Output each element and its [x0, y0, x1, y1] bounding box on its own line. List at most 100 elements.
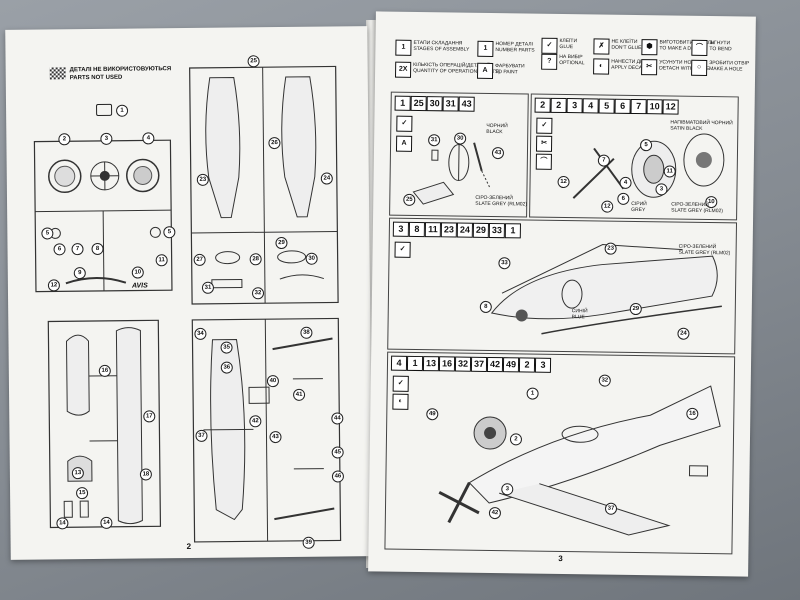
step-3-parts-row: 3 8 11 23 24 29 33 1 [376, 11, 756, 239]
step4-callout-2: 2 [509, 433, 523, 446]
step3-paint-slate-en: SLATE GREY (RLM02) [678, 249, 731, 257]
sprue-logo: AVIS [131, 282, 148, 290]
callout-part-7: 7 [71, 243, 84, 256]
callout-part-16: 16 [98, 364, 111, 377]
callout-part-29: 29 [275, 236, 288, 250]
callout-part-2: 2 [58, 133, 71, 146]
callout-part-11: 11 [155, 254, 168, 267]
paint-icon: A [476, 62, 494, 80]
step-2-drawing [572, 133, 725, 199]
callout-part-5a: 5 [41, 227, 54, 240]
step3-callout-29: 29 [629, 302, 642, 316]
make-detail-icon: ⬢ [641, 39, 658, 56]
step3-glue-icon: ✓ [394, 241, 411, 258]
step2-callout-12b: 12 [601, 200, 614, 213]
callout-part-27: 27 [193, 253, 206, 266]
knife-icon: ✂ [641, 59, 658, 76]
step-1-drawing [412, 142, 490, 205]
callout-part-31: 31 [201, 281, 215, 294]
callout-part-39: 39 [302, 536, 315, 549]
callout-part-45: 45 [331, 446, 344, 459]
step2-callout-6: 6 [617, 192, 630, 205]
callout-part-13: 13 [71, 467, 84, 480]
step3-callout-33: 33 [498, 257, 511, 270]
step2-callout-3: 3 [655, 183, 668, 196]
callout-part-6: 6 [53, 243, 66, 256]
callout-part-36: 36 [220, 361, 233, 374]
step4-callout-3: 3 [501, 483, 514, 496]
step2-glue-icon: ✓ [536, 117, 553, 134]
sprue-d-frame [191, 317, 342, 543]
callout-part-46: 46 [331, 470, 344, 483]
dont-glue-icon: ✗ [593, 38, 610, 55]
decal-icon: ◐ [593, 58, 610, 75]
step4-callout-49: 49 [426, 408, 439, 421]
step-4-parts-row: 4 1 13 16 32 37 42 49 2 3 [376, 11, 756, 373]
callout-part-24: 24 [320, 172, 333, 185]
step4-callout-37: 37 [604, 502, 618, 515]
callout-part-38: 38 [300, 326, 313, 339]
callout-part-23: 23 [196, 173, 209, 186]
callout-part-3: 3 [100, 132, 113, 145]
step2-paint-slate-en: SLATE GREY (RLM02) [671, 207, 723, 215]
step1-paint-slate-en: SLATE GREY (RLM02) [475, 200, 528, 208]
callout-part-34a: 34 [194, 327, 207, 340]
callout-part-28: 28 [249, 253, 262, 266]
stage-icon: 1 [395, 39, 412, 56]
part-number-icon: 1 [477, 40, 494, 58]
step3-callout-24: 24 [677, 327, 690, 340]
step-2-parts-row: 2 2 3 4 5 6 7 10 12 [376, 11, 756, 115]
step3-paint-blue-en: BLUE [571, 314, 585, 321]
optional-icon: ? [541, 53, 558, 70]
callout-part-14a: 14 [56, 517, 69, 530]
sprue-b-frame [189, 65, 339, 305]
callout-part-4: 4 [142, 132, 155, 145]
step1-callout-30: 30 [454, 132, 467, 145]
left-page-sprue-diagram: ДЕТАЛІ НЕ ВИКОРИСТОВУЮТЬСЯ PARTS NOT USE… [5, 26, 373, 560]
step4-callout-42: 42 [488, 507, 502, 520]
quantity-icon: 2X [395, 61, 412, 78]
unused-part-shape [96, 103, 113, 116]
step4-callout-1: 1 [526, 387, 539, 400]
step3-callout-23: 23 [604, 242, 617, 255]
callout-part-15: 15 [76, 487, 89, 500]
callout-part-35: 35 [220, 341, 233, 354]
callout-part-26: 26 [268, 137, 281, 150]
unused-parts-title: ДЕТАЛІ НЕ ВИКОРИСТОВУЮТЬСЯ [69, 66, 172, 74]
unused-parts-subtitle: PARTS NOT USED [69, 74, 123, 82]
step4-decal-icon: ◐ [392, 393, 409, 410]
callout-part-30: 30 [305, 252, 318, 265]
legend: 1 ЕТАПИ СКЛАДАННЯ STAGES OF ASSEMBLY 2X … [376, 11, 756, 80]
step2-knife-icon: ✂ [535, 135, 553, 152]
callout-part-43: 43 [269, 431, 282, 444]
unused-part-number: 1 [116, 104, 129, 117]
callout-part-18: 18 [139, 468, 152, 481]
step-4-drawing [438, 385, 721, 536]
sprue-c-frame [47, 319, 162, 529]
callout-part-42: 42 [249, 415, 262, 428]
hole-icon: ○ [691, 59, 708, 77]
callout-part-40: 40 [266, 375, 279, 388]
callout-part-41: 41 [293, 388, 306, 401]
sprue-a-frame [33, 139, 173, 293]
step2-callout-12a: 12 [557, 175, 570, 189]
callout-part-9: 9 [73, 267, 86, 280]
glue-icon: ✓ [541, 37, 558, 54]
page-number-right: 3 [558, 553, 563, 564]
step1-paint-black-en: BLACK [486, 128, 503, 136]
callout-part-25: 25 [247, 55, 260, 68]
step2-bend-icon: ⌒ [535, 153, 552, 170]
callout-part-14b: 14 [100, 516, 113, 529]
step3-callout-8: 8 [479, 300, 492, 314]
checkered-icon [49, 67, 66, 80]
step4-glue-icon: ✓ [392, 375, 409, 392]
bend-icon: ⌒ [691, 39, 708, 57]
step2-callout-11: 11 [663, 165, 676, 178]
right-page-assembly-steps: 1 ЕТАПИ СКЛАДАННЯ STAGES OF ASSEMBLY 2X … [368, 11, 756, 577]
callout-part-44: 44 [331, 412, 344, 425]
callout-part-8: 8 [91, 242, 104, 256]
callout-part-10: 10 [131, 266, 144, 279]
step-3-drawing [490, 244, 722, 335]
callout-part-12: 12 [47, 279, 60, 292]
callout-part-37: 37 [195, 429, 208, 442]
